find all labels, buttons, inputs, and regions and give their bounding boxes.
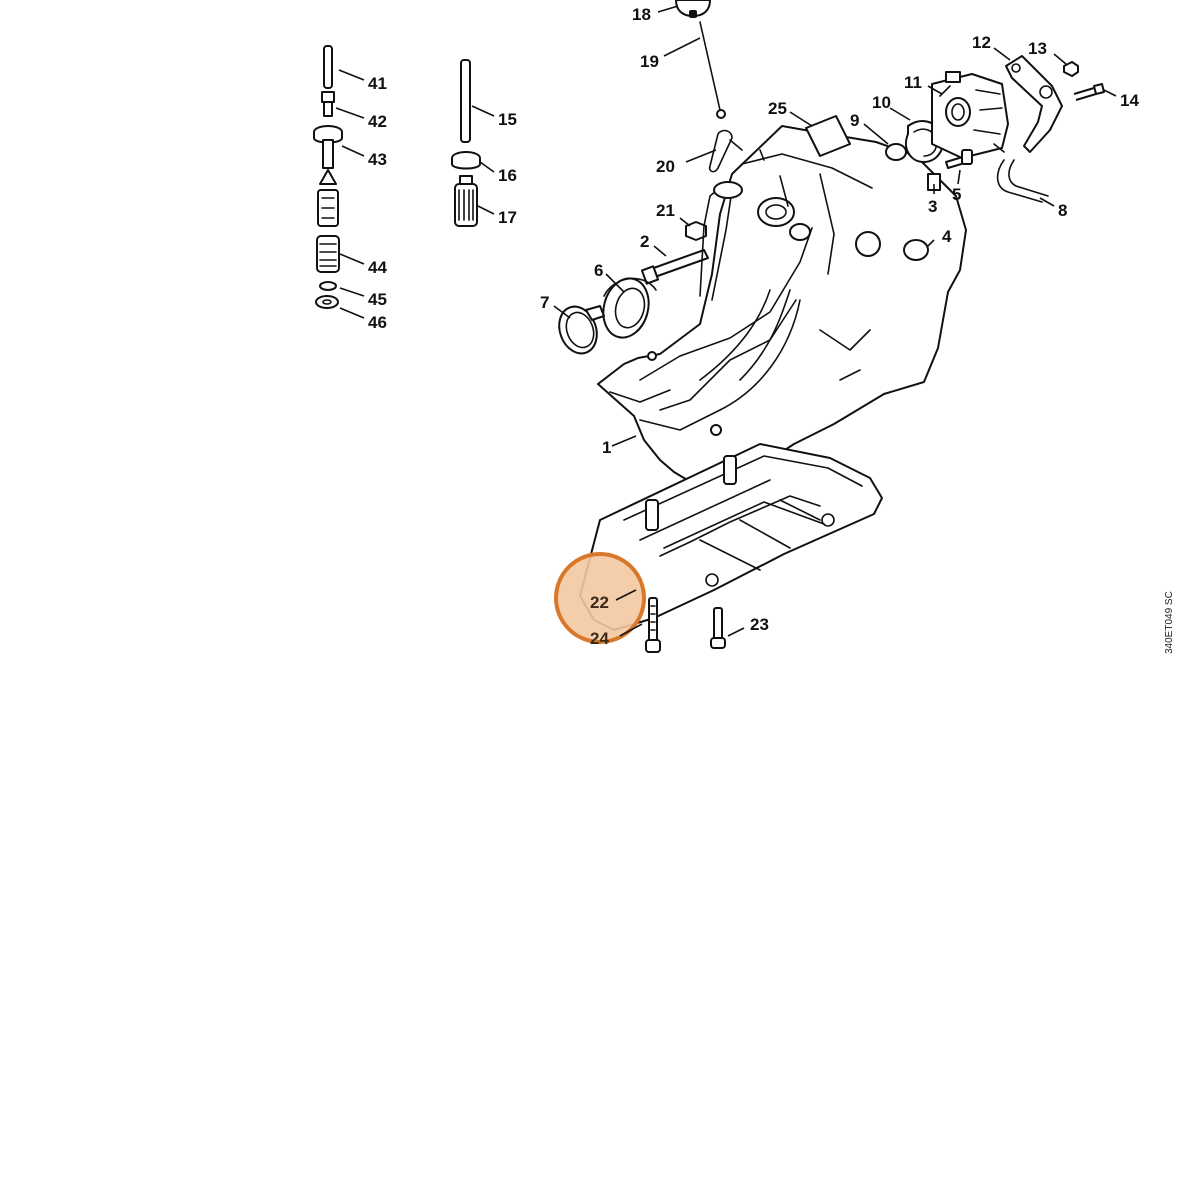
leader-lines bbox=[335, 5, 1117, 637]
long-bolt bbox=[640, 249, 709, 285]
fuel-pickup-assembly bbox=[313, 45, 343, 309]
callout-18: 18 bbox=[632, 5, 651, 24]
callout-11: 11 bbox=[904, 73, 922, 92]
callout-6: 6 bbox=[594, 261, 603, 280]
fuel-line-assembly bbox=[451, 59, 481, 227]
drawing-code: 340ET049 SC bbox=[1164, 591, 1175, 654]
callout-13: 13 bbox=[1028, 39, 1047, 58]
callout-45: 45 bbox=[368, 290, 387, 309]
adapter-plate bbox=[1005, 55, 1105, 153]
callout-9: 9 bbox=[850, 111, 859, 130]
callout-41: 41 bbox=[368, 74, 387, 93]
intake-flange bbox=[602, 277, 657, 339]
callout-17: 17 bbox=[498, 208, 517, 227]
callout-42: 42 bbox=[368, 112, 387, 131]
callout-16: 16 bbox=[498, 166, 517, 185]
callout-14: 14 bbox=[1120, 91, 1139, 110]
callout-labels: 41 42 43 44 45 46 15 16 17 18 19 20 21 2… bbox=[368, 5, 1139, 648]
spring-clip bbox=[708, 129, 743, 173]
callout-22[interactable]: 22 bbox=[590, 593, 609, 612]
label-plate bbox=[805, 115, 851, 157]
square-nut bbox=[685, 221, 707, 241]
callout-2: 2 bbox=[640, 232, 649, 251]
callout-21: 21 bbox=[656, 201, 675, 220]
highlight-marker[interactable] bbox=[554, 552, 646, 644]
base-screws bbox=[645, 597, 726, 653]
callout-25: 25 bbox=[768, 99, 787, 118]
callout-23: 23 bbox=[750, 615, 769, 634]
callout-46: 46 bbox=[368, 313, 387, 332]
callout-8: 8 bbox=[1058, 201, 1067, 220]
callout-24: 24 bbox=[590, 629, 609, 648]
callout-7: 7 bbox=[540, 293, 549, 312]
callout-19: 19 bbox=[640, 52, 659, 71]
callout-10: 10 bbox=[872, 93, 891, 112]
callout-1: 1 bbox=[602, 438, 611, 457]
callout-4: 4 bbox=[942, 227, 952, 246]
gasket-and-plug bbox=[885, 120, 944, 163]
callout-20: 20 bbox=[656, 157, 675, 176]
callout-43: 43 bbox=[368, 150, 387, 169]
top-cap-and-wire bbox=[675, 0, 726, 119]
callout-44: 44 bbox=[368, 258, 387, 277]
callout-15: 15 bbox=[498, 110, 517, 129]
callout-5: 5 bbox=[952, 185, 961, 204]
small-parts-right bbox=[903, 149, 1049, 261]
callout-12: 12 bbox=[972, 33, 991, 52]
carburetor bbox=[931, 71, 1009, 159]
tank-housing bbox=[597, 125, 967, 489]
base-plate bbox=[579, 443, 883, 631]
hose-clamp bbox=[558, 305, 605, 355]
callout-3: 3 bbox=[928, 197, 937, 216]
